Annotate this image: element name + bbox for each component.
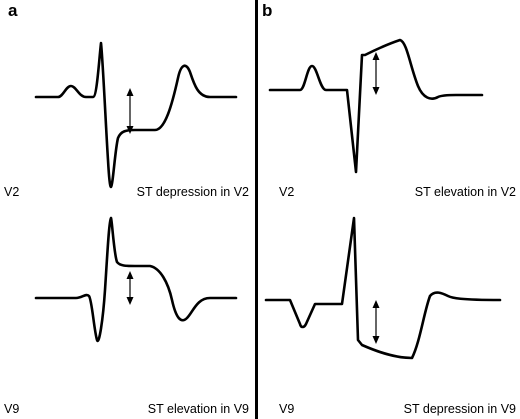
trace-caption: ST depression in V9 bbox=[403, 402, 516, 416]
panel-divider bbox=[255, 0, 258, 419]
trace-caption: ST depression in V2 bbox=[136, 185, 249, 199]
ecg-waveform bbox=[268, 38, 484, 174]
lead-label: V9 bbox=[279, 402, 295, 416]
ecg-waveform bbox=[34, 216, 238, 343]
arrow-head-up bbox=[372, 52, 380, 60]
arrow-head-up bbox=[126, 271, 134, 279]
arrow-head-down bbox=[126, 297, 134, 305]
ecg-waveform bbox=[34, 41, 238, 189]
panel-letter: a bbox=[8, 1, 18, 20]
arrow-head-down bbox=[126, 126, 134, 134]
lead-label: V9 bbox=[4, 402, 20, 416]
arrow-head-up bbox=[372, 300, 380, 308]
panel-a: a V2 ST depression in V2 V9 ST elevation… bbox=[0, 0, 255, 419]
ecg-waveform bbox=[264, 216, 502, 360]
arrow-head-down bbox=[372, 336, 380, 344]
panel-b: b V2 ST elevation in V2 V9 ST depression… bbox=[260, 0, 520, 419]
trace-caption: ST elevation in V2 bbox=[414, 185, 516, 199]
ecg-trace-v9-st-depression bbox=[264, 216, 502, 360]
panel-letter: b bbox=[262, 1, 273, 20]
arrow-head-down bbox=[372, 87, 380, 95]
ecg-trace-v2-st-elevation bbox=[268, 38, 484, 174]
trace-caption: ST elevation in V9 bbox=[147, 402, 249, 416]
ecg-trace-v2-st-depression bbox=[34, 41, 238, 189]
ecg-trace-v9-st-elevation bbox=[34, 216, 238, 343]
lead-label: V2 bbox=[4, 185, 20, 199]
arrow-head-up bbox=[126, 88, 134, 96]
lead-label: V2 bbox=[279, 185, 295, 199]
